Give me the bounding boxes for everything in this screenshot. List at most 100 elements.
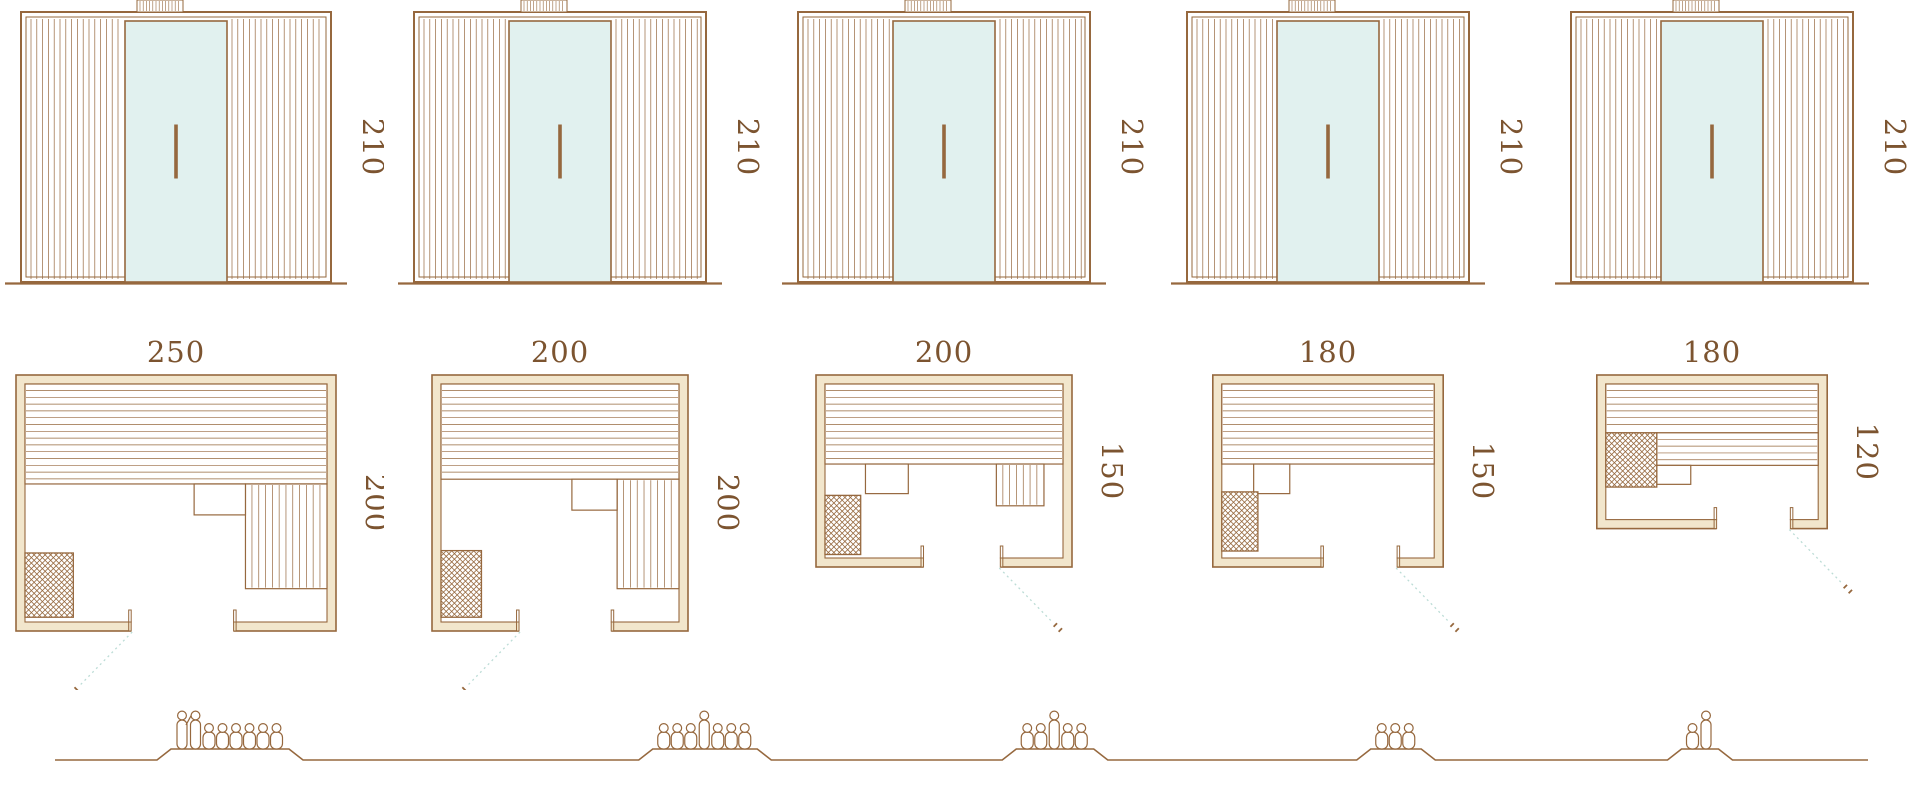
bench [824,383,1064,465]
heater [824,494,862,556]
heater-hatch [25,553,73,617]
capacity-group-5 [1685,710,1712,750]
sauna-unit-4-elevation-cell: 210 [1152,0,1536,300]
sauna-elevation-4: 210 [1171,0,1528,285]
person-figure [698,710,710,750]
person-figure [269,722,284,750]
depth-dimension-label: 150 [1466,442,1500,500]
bench [995,463,1045,507]
person-figure [1375,722,1389,750]
elevation-row: 210 210 210 210 210 [0,0,1920,300]
bench-step [864,463,909,495]
heater [440,549,483,618]
capacity-row [0,690,1920,789]
door-opening [1323,556,1398,569]
height-dimension-label: 210 [356,118,384,176]
door-handle-mark [1052,622,1063,633]
door-opening [131,620,234,633]
depth-dimension-label: 200 [711,474,745,532]
person-figure [1388,722,1402,750]
person-figure [1685,722,1700,750]
bench [1656,432,1819,466]
width-dimension-label: 180 [1299,335,1357,369]
heater-hatch [1222,492,1258,551]
person-figure [1402,722,1416,750]
person-figure [242,722,257,750]
depth-dimension-label: 150 [1095,442,1129,500]
person-figure [256,722,270,750]
door-handle [942,124,946,179]
height-dimension-label: 210 [1878,118,1912,176]
wood-slats [30,19,320,279]
door-opening [923,556,1001,569]
bench-step [1253,463,1291,495]
wood-slats [1196,19,1460,279]
person-figure [711,722,725,750]
person-figure [724,722,738,750]
height-dimension-label: 210 [1494,118,1528,176]
heater-hatch [441,551,481,617]
door-handle [1710,124,1714,179]
height-dimension-label: 210 [731,118,765,176]
heater-hatch [1606,433,1657,487]
door-handle [1326,124,1330,179]
width-dimension-label: 250 [147,335,205,369]
capacity-figures [55,710,1868,761]
person-figure [202,722,216,750]
person-figure [1020,722,1034,750]
bench [1605,383,1819,434]
door-handle [558,124,562,179]
wood-slats [423,19,698,279]
height-dimension-label: 210 [1115,118,1149,176]
door-handle-mark [73,686,79,690]
person-figure [670,722,684,750]
person-figure [1074,722,1088,750]
roof-vent [1288,0,1336,13]
bench [616,478,680,590]
sauna-elevation-5: 210 [1555,0,1912,285]
roof-vent [136,0,184,13]
door-opening [1716,518,1791,531]
bench-step [571,478,618,511]
person-figure [657,722,671,750]
sauna-unit-5-elevation-cell: 210 [1536,0,1920,300]
bench [244,483,328,590]
bench [1221,383,1435,465]
bench [440,383,680,480]
sauna-floor-plan-2: 200 200 [431,335,745,690]
capacity-group-3 [1020,710,1088,750]
heater-hatch [825,495,861,555]
bench [24,383,328,485]
person-figure [1061,722,1075,750]
width-dimension-label: 200 [915,335,973,369]
door-handle-mark [1842,584,1853,594]
roof-vent [1672,0,1720,13]
sauna-elevation-2: 210 [398,0,765,285]
sauna-floor-plan-1: 250 200 [15,335,384,690]
door-handle-mark [1449,622,1460,633]
bench-step [193,483,247,516]
roof-vent [904,0,952,13]
wood-slats [807,19,1082,279]
bench-step [1656,464,1692,485]
person-figure [229,722,243,750]
person-figure [1034,722,1048,750]
sauna-floor-plan-4: 180 150 [1211,335,1500,633]
wood-slats [1580,19,1844,279]
person-figure [189,710,202,750]
door-handle [174,124,178,179]
door-opening [519,620,612,633]
person-figure [1048,710,1060,750]
width-dimension-label: 180 [1683,335,1741,369]
ground-line [55,748,1868,761]
depth-dimension-label: 200 [359,474,384,532]
sauna-unit-1-elevation-cell: 210 [0,0,384,300]
person-figure [684,722,698,750]
width-dimension-label: 200 [531,335,589,369]
person-figure [215,722,230,750]
capacity-group-4 [1375,722,1416,750]
